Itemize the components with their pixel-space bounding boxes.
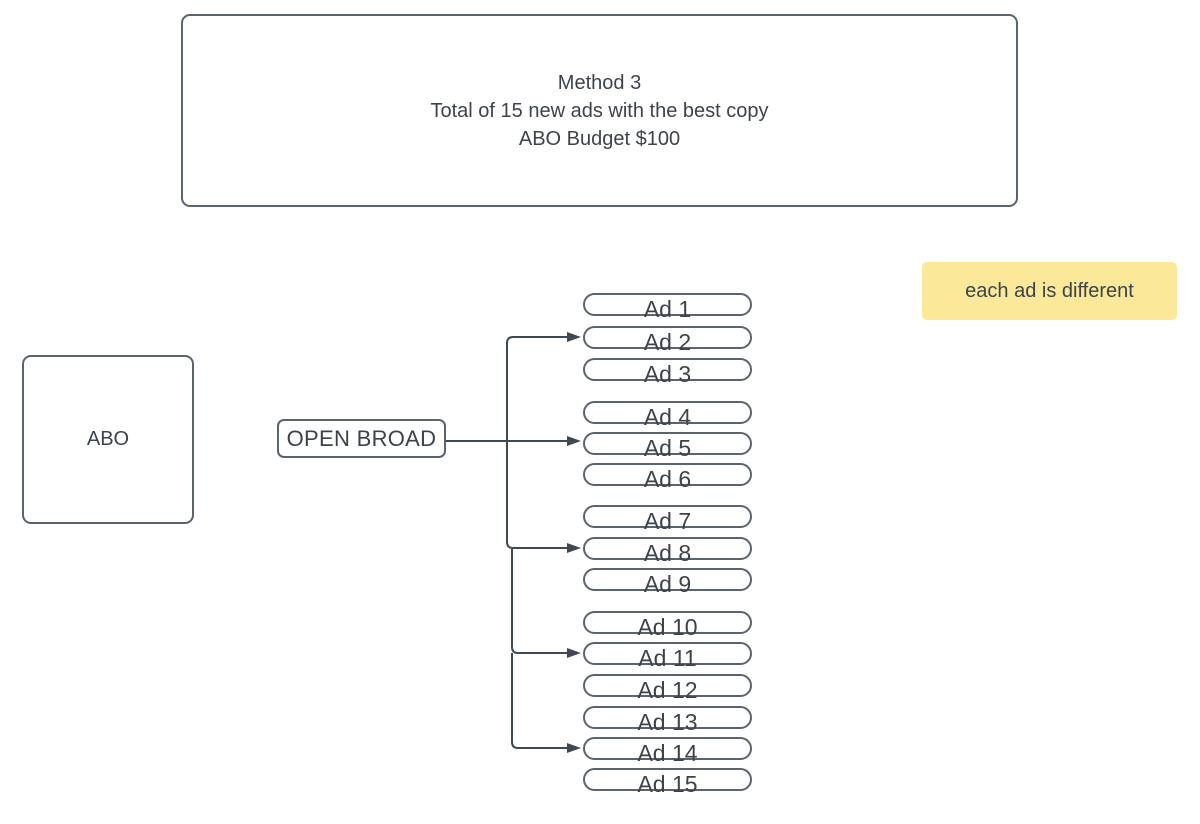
header-line: ABO Budget $100 [518,127,681,150]
ad-node-6: Ad 6 [583,463,752,491]
connector-trunk-ad2-ad8 [506,336,568,549]
ad-node-11: Ad 11 [583,642,752,670]
arrowhead-ad11-icon [567,648,581,658]
open-broad-label: OPEN BROAD [286,425,437,451]
ad-node-12: Ad 12 [583,674,752,702]
arrowhead-ad14-icon [567,743,581,753]
ad-label: Ad 8 [643,540,692,566]
ad-node-8: Ad 8 [583,537,752,565]
arrowhead-ad2-icon [567,332,581,342]
abo-label: ABO [86,428,130,450]
open-broad-node: OPEN BROAD [277,419,446,458]
ad-label: Ad 7 [643,508,692,534]
arrowhead-ad5-icon [567,436,581,446]
ad-label: Ad 2 [643,329,692,355]
ad-label: Ad 5 [643,435,692,461]
connector-to-ad14 [511,653,567,749]
header-line: Method 3 [557,71,642,94]
ad-label: Ad 9 [643,571,692,597]
ad-label: Ad 14 [637,740,698,766]
ad-node-13: Ad 13 [583,706,752,734]
connector-to-ad11 [511,549,567,654]
ad-label: Ad 1 [643,296,692,322]
arrowhead-ad8-icon [567,543,581,553]
ad-label: Ad 11 [638,645,697,671]
ad-label: Ad 15 [637,771,698,797]
abo-node: ABO [22,355,194,524]
ad-node-7: Ad 7 [583,505,752,533]
header-line: Total of 15 new ads with the best copy [430,99,769,122]
ad-node-9: Ad 9 [583,568,752,596]
ad-label: Ad 6 [643,466,692,492]
sticky-note: each ad is different [922,262,1177,320]
ad-label: Ad 4 [643,404,692,430]
ad-node-10: Ad 10 [583,611,752,639]
note-text: each ad is different [965,279,1134,302]
ad-label: Ad 10 [637,614,698,640]
ad-label: Ad 3 [643,361,692,387]
ad-node-1: Ad 1 [583,293,752,321]
ad-label: Ad 12 [637,677,698,703]
ad-node-2: Ad 2 [583,326,752,354]
ad-node-5: Ad 5 [583,432,752,460]
ad-node-14: Ad 14 [583,737,752,765]
ad-node-15: Ad 15 [583,768,752,796]
ad-node-3: Ad 3 [583,358,752,386]
method-header-box: Method 3 Total of 15 new ads with the be… [181,14,1018,207]
ad-node-4: Ad 4 [583,401,752,429]
ad-label: Ad 13 [637,709,698,735]
